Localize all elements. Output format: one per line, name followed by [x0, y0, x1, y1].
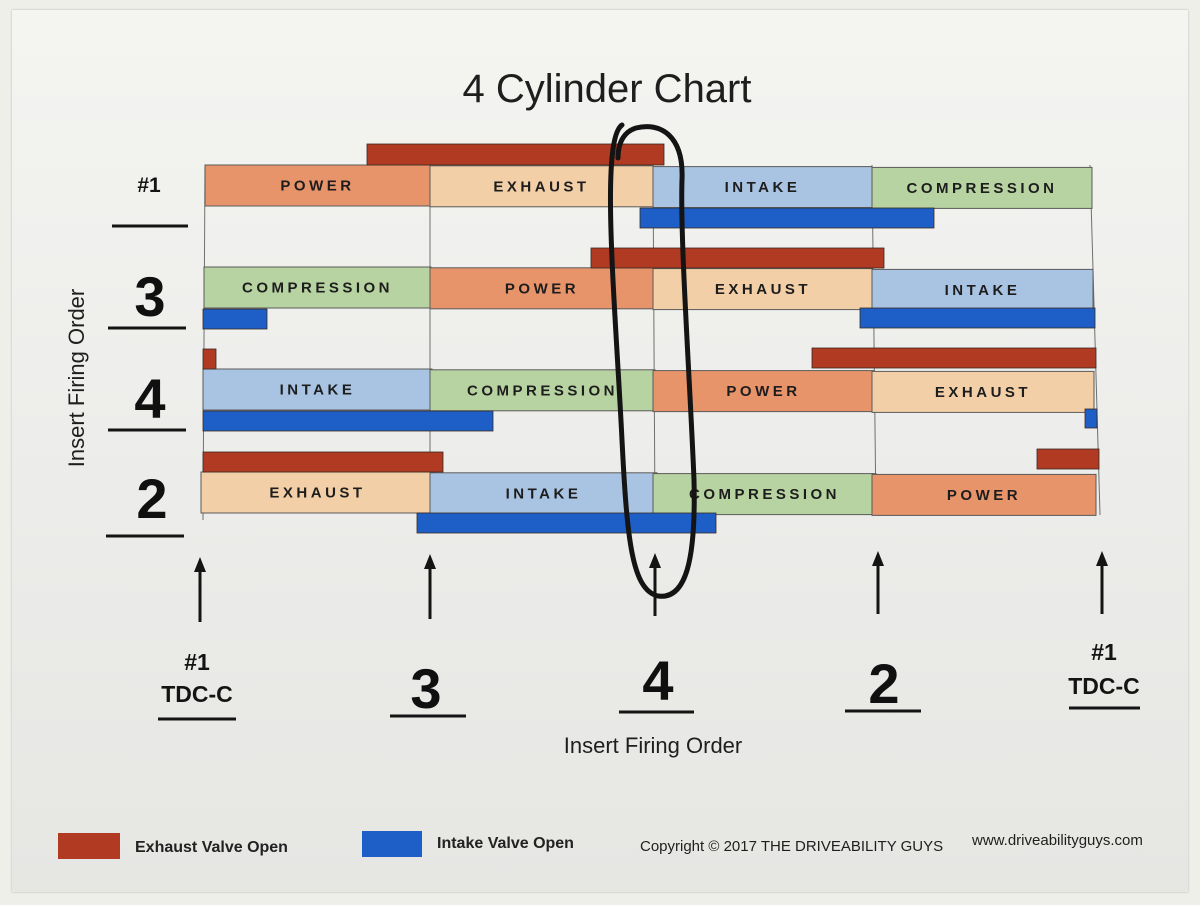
legend: Exhaust Valve Open Intake Valve Open [58, 831, 574, 859]
chart-title: 4 Cylinder Chart [462, 67, 751, 111]
tdc-arrows [194, 551, 1108, 622]
stroke-label-row1-power: POWER [280, 178, 354, 195]
tdc-marker-5-bottom: TDC-C [1068, 673, 1140, 699]
exhaust-valve-bar-11 [1036, 448, 1100, 470]
legend-swatch-intake [362, 831, 422, 857]
stroke-label-row4-exhaust: EXHAUST [269, 485, 365, 502]
row-label-cylinder-3: 3 [134, 265, 165, 328]
stroke-label-row2-compression: COMPRESSION [242, 280, 393, 297]
tdc-arrow-3 [649, 553, 661, 616]
valve-bars [202, 143, 1100, 534]
intake-valve-bar-4 [202, 308, 268, 330]
row-labels: #1 3 4 2 [106, 174, 188, 538]
stroke-box-row3-intake [202, 368, 433, 411]
tdc-marker-2: 3 [410, 657, 441, 720]
tdc-marker-4: 2 [868, 652, 899, 715]
legend-label-exhaust: Exhaust Valve Open [135, 839, 288, 856]
tdc-arrow-5 [1096, 551, 1108, 614]
row-label-cylinder-4: 4 [134, 367, 165, 430]
exhaust-valve-bar-10 [202, 451, 444, 473]
website-text: www.driveabilityguys.com [971, 832, 1143, 849]
firing-order-labels: #1 TDC-C 3 4 2 #1 TDC-C [158, 639, 1140, 721]
stroke-box-row1-intake [652, 166, 873, 209]
stroke-box-row4-intake [429, 472, 658, 515]
stroke-label-row2-power: POWER [505, 280, 579, 297]
stroke-box-row1-power [204, 164, 431, 207]
y-axis-label: Insert Firing Order [64, 289, 89, 468]
legend-label-intake: Intake Valve Open [437, 835, 574, 852]
tdc-arrow-1 [194, 557, 206, 622]
tdc-arrow-2 [424, 554, 436, 619]
stroke-box-row2-intake [871, 268, 1094, 311]
exhaust-valve-bar-3 [590, 247, 885, 269]
stroke-label-row2-intake: INTAKE [945, 282, 1021, 299]
x-axis-label: Insert Firing Order [564, 733, 743, 758]
row-label-cylinder-2: 2 [136, 467, 167, 530]
exhaust-valve-bar-7 [811, 347, 1097, 369]
stroke-label-row1-intake: INTAKE [725, 179, 801, 196]
stroke-label-row4-power: POWER [947, 487, 1021, 504]
exhaust-valve-bar-6 [202, 348, 217, 370]
stroke-label-row3-power: POWER [726, 383, 800, 400]
hand-drawn-circle [608, 122, 697, 599]
tdc-marker-1-bottom: TDC-C [161, 681, 233, 707]
intake-valve-bar-9 [1084, 408, 1098, 429]
stroke-box-row4-power [871, 473, 1097, 516]
intake-valve-bar-8 [202, 410, 494, 432]
stroke-label-row3-exhaust: EXHAUST [935, 384, 1031, 401]
intake-valve-bar-5 [859, 307, 1096, 329]
stroke-label-row1-compression: COMPRESSION [906, 180, 1057, 197]
stroke-label-row1-exhaust: EXHAUST [493, 178, 589, 195]
stroke-label-row4-compression: COMPRESSION [689, 486, 840, 503]
tdc-marker-1-top: #1 [184, 649, 210, 675]
intake-valve-bar-2 [639, 207, 935, 229]
exhaust-valve-bar-1 [366, 143, 665, 166]
tdc-arrow-4 [872, 551, 884, 614]
tdc-marker-3: 4 [642, 649, 673, 712]
stroke-label-row3-compression: COMPRESSION [467, 382, 618, 399]
stroke-boxes: POWER EXHAUST INTAKE COMPRESSION COMPRESSION… [200, 164, 1097, 516]
stroke-box-row1-compression [871, 166, 1093, 209]
stroke-label-row4-intake: INTAKE [506, 485, 582, 502]
stroke-box-row3-exhaust [871, 370, 1095, 413]
stroke-label-row3-intake: INTAKE [280, 382, 356, 399]
tdc-marker-5-top: #1 [1091, 639, 1117, 665]
row-label-cylinder-1: #1 [137, 174, 161, 197]
copyright-text: Copyright © 2017 THE DRIVEABILITY GUYS [640, 838, 943, 855]
stroke-label-row2-exhaust: EXHAUST [715, 281, 811, 298]
stroke-box-row2-compression [203, 266, 432, 309]
intake-valve-bar-12 [416, 512, 717, 534]
legend-swatch-exhaust [58, 833, 120, 859]
